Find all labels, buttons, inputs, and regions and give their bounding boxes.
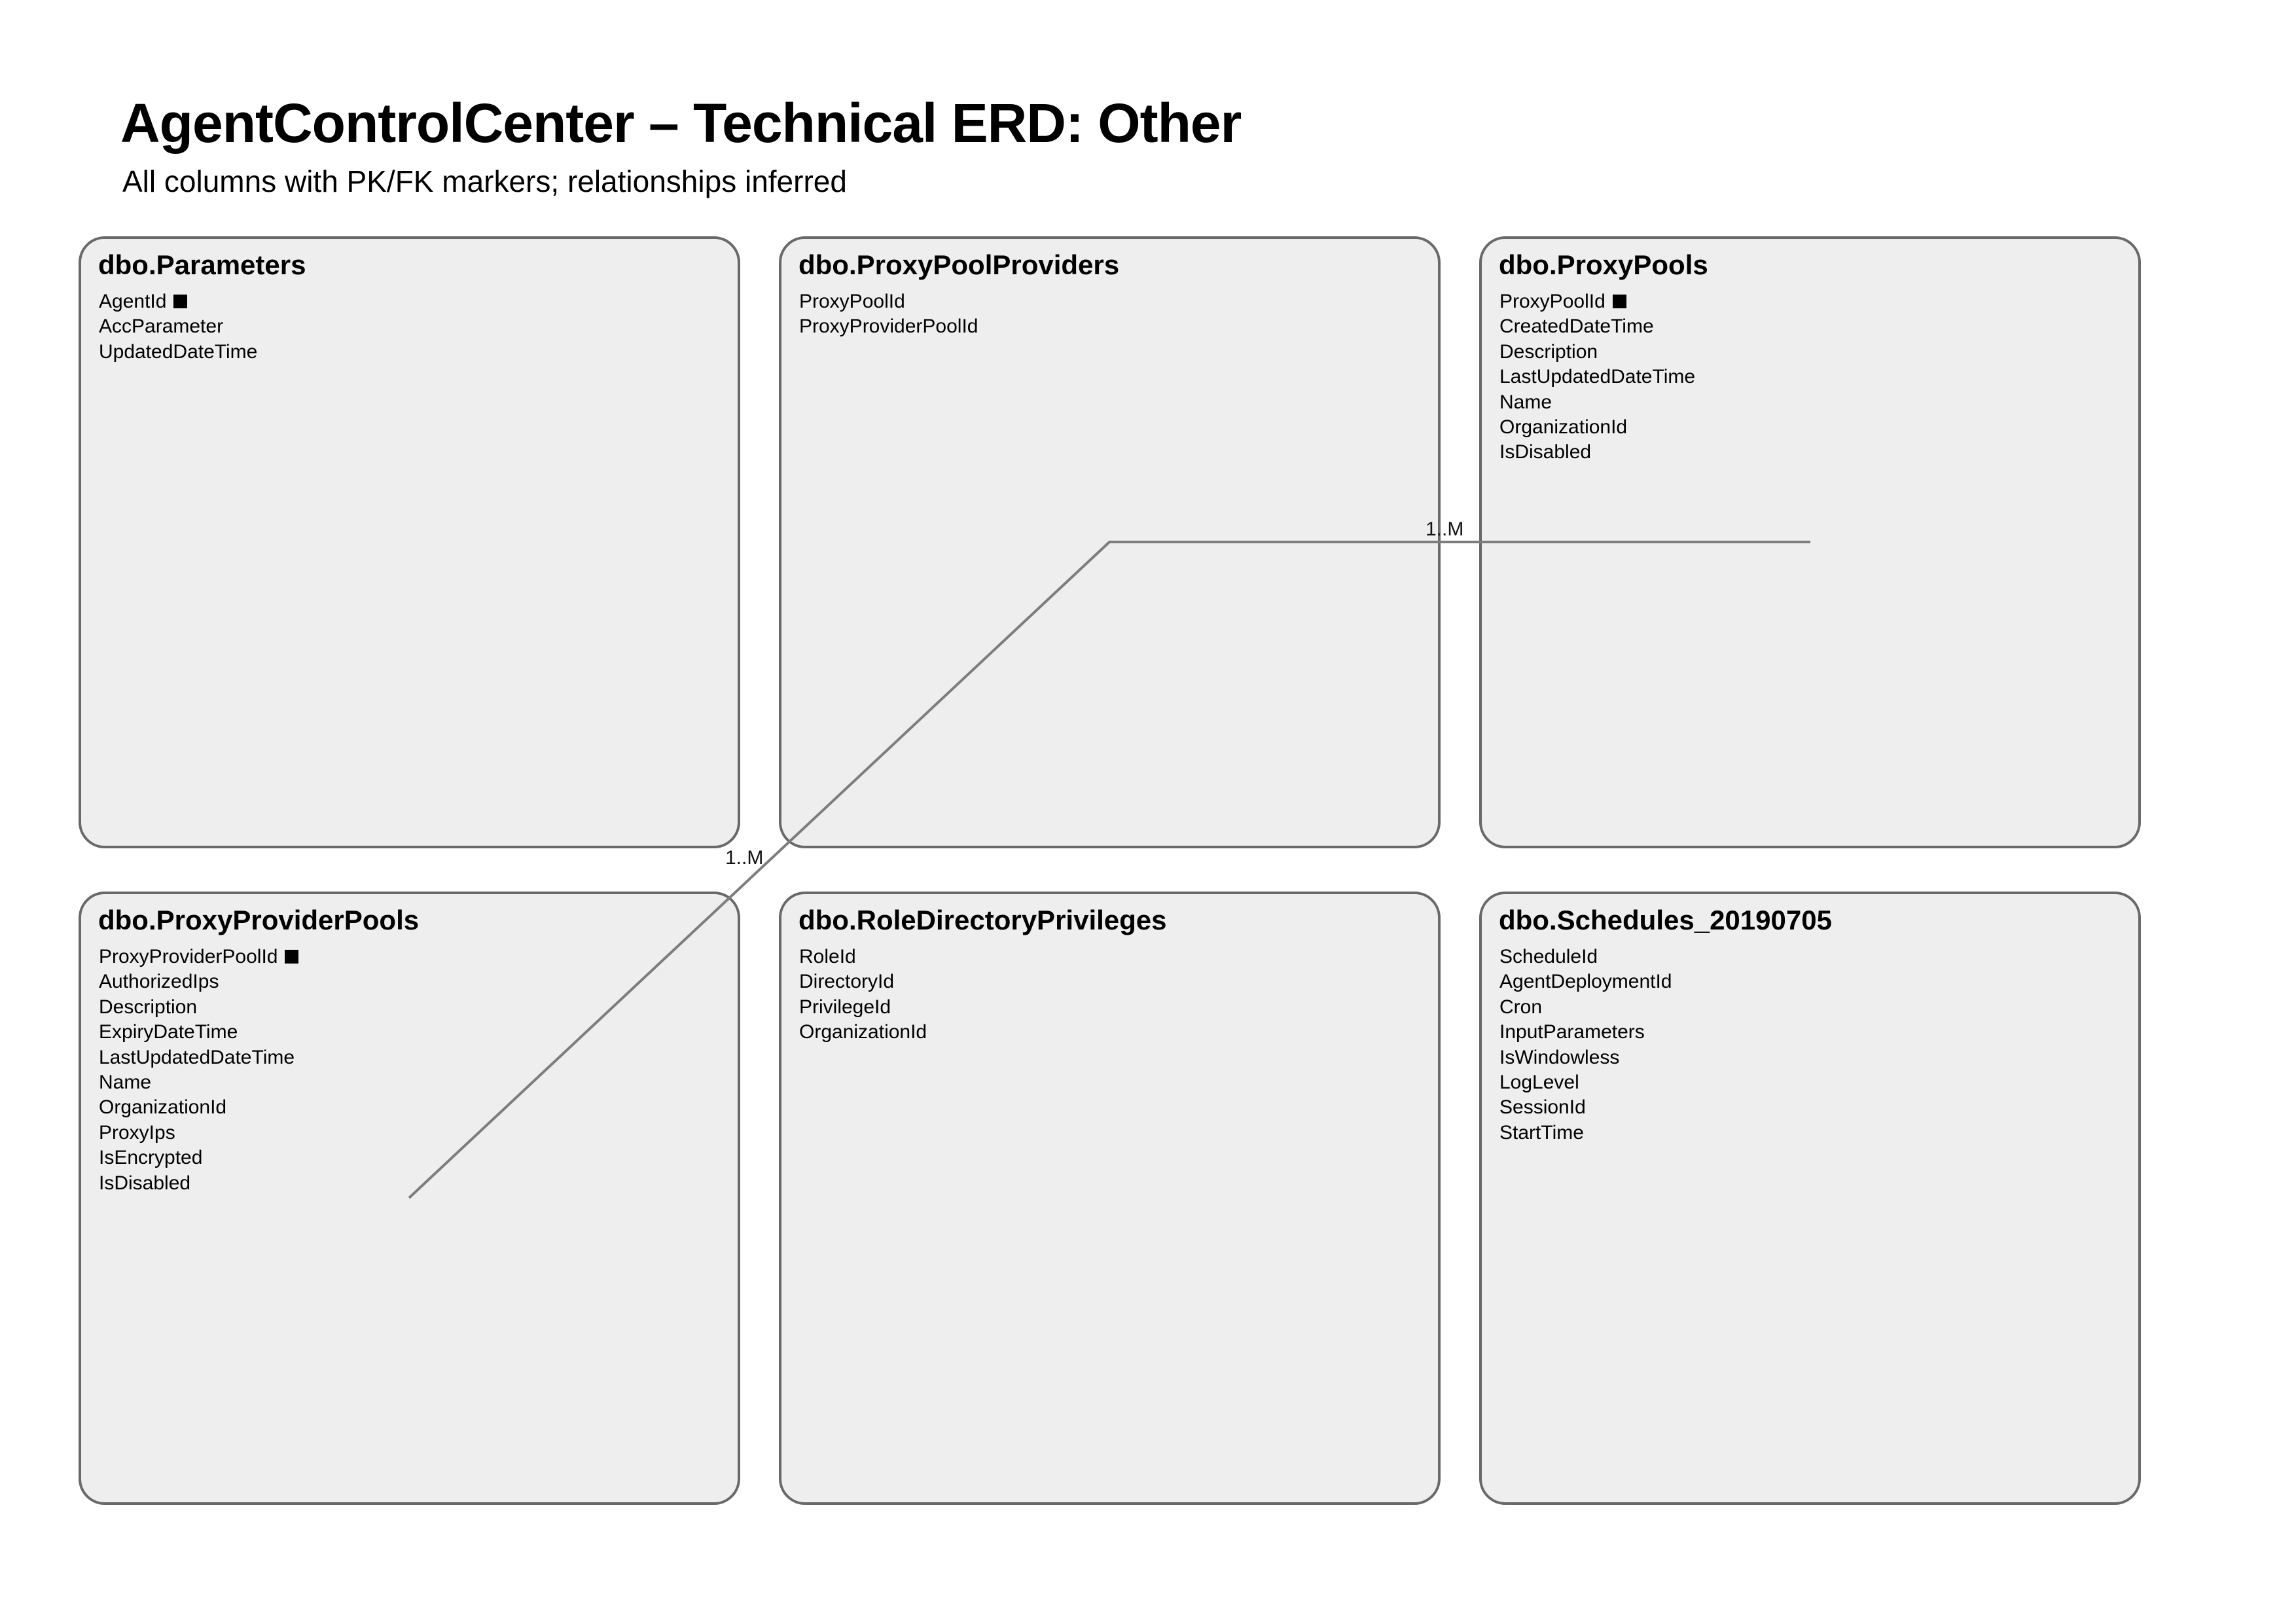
entity-column-name: AgentId (99, 291, 167, 312)
entity-title: dbo.Schedules_20190705 (1499, 905, 1832, 935)
entity-column: LastUpdatedDateTime (99, 1045, 738, 1070)
entity-column: OrganizationId (99, 1095, 738, 1120)
entity-column-name: ProxyPoolId (799, 291, 905, 312)
entity-column: StartTime (1499, 1121, 2138, 1146)
page-title: AgentControlCenter – Technical ERD: Othe… (120, 92, 1242, 154)
entity-column: UpdatedDateTime (99, 340, 738, 365)
entity-column-name: OrganizationId (1499, 416, 1628, 439)
entity-column-name: AccParameter (99, 316, 224, 338)
entity-column-name: ProxyProviderPoolId (99, 946, 278, 967)
entity-column-name: LastUpdatedDateTime (99, 1046, 295, 1068)
entity-column: ProxyProviderPoolId (99, 945, 738, 969)
entity-column: AgentDeploymentId (1499, 969, 2138, 994)
entity-column-name: IsEncrypted (99, 1147, 203, 1169)
entity-column-name: OrganizationId (99, 1096, 227, 1119)
entity-column-name: Description (1499, 340, 1598, 363)
entity-column: Cron (1499, 995, 2138, 1020)
entity-title: dbo.ProxyProviderPools (98, 905, 420, 935)
entity-column: OrganizationId (799, 1020, 1438, 1045)
cardinality-label: 1..M (725, 847, 764, 869)
entity-column-name: Description (99, 996, 198, 1018)
entity-column-name: CreatedDateTime (1499, 316, 1654, 338)
primary-key-marker-icon (285, 950, 299, 964)
entity-title: dbo.Parameters (98, 249, 306, 280)
entity-column-name: PrivilegeId (799, 996, 891, 1018)
entity-column-name: DirectoryId (799, 971, 895, 993)
entity-column-name: AgentDeploymentId (1499, 971, 1672, 993)
entity-column: Description (1499, 340, 2138, 365)
entity-column: IsDisabled (1499, 440, 2138, 465)
entity-column-name: OrganizationId (799, 1021, 927, 1043)
entity-column-name: Name (99, 1072, 152, 1094)
entity-column: OrganizationId (1499, 415, 2138, 440)
entity-column: ProxyPoolId (799, 289, 1438, 314)
entity-column: DirectoryId (799, 969, 1438, 994)
entity-column: ScheduleId (1499, 945, 2138, 969)
entity-column-name: SessionId (1499, 1096, 1586, 1119)
entity-column: ProxyIps (99, 1121, 738, 1146)
entity-column-name: UpdatedDateTime (99, 340, 258, 363)
primary-key-marker-icon (173, 295, 188, 308)
entity-column-name: ExpiryDateTime (99, 1021, 238, 1043)
entity-column-name: LastUpdatedDateTime (1499, 366, 1696, 388)
entity-column: IsWindowless (1499, 1045, 2138, 1070)
entity-column-name: RoleId (799, 946, 856, 967)
entity-column: ProxyProviderPoolId (799, 314, 1438, 339)
entity-title: dbo.RoleDirectoryPrivileges (798, 905, 1167, 935)
entity-column: ExpiryDateTime (99, 1020, 738, 1045)
entity-column-name: ScheduleId (1499, 946, 1598, 967)
entity-column-name: IsWindowless (1499, 1046, 1620, 1068)
entity-column: Name (99, 1070, 738, 1095)
cardinality-label: 1..M (1426, 518, 1464, 540)
entity-column-name: IsDisabled (1499, 441, 1592, 463)
entity-column-name: InputParameters (1499, 1021, 1645, 1043)
entity-column-name: Cron (1499, 996, 1543, 1018)
entity-column: SessionId (1499, 1095, 2138, 1120)
entity-column-name: ProxyPoolId (1499, 291, 1605, 312)
entity-column: AccParameter (99, 314, 738, 339)
entity-column: IsEncrypted (99, 1146, 738, 1170)
entity-column: PrivilegeId (799, 995, 1438, 1020)
entity-column: ProxyPoolId (1499, 289, 2138, 314)
entity-column-name: AuthorizedIps (99, 971, 219, 993)
entity-column: AuthorizedIps (99, 969, 738, 994)
entity-column: LastUpdatedDateTime (1499, 365, 2138, 389)
entity-column-name: LogLevel (1499, 1072, 1579, 1094)
entity-column: Name (1499, 390, 2138, 415)
primary-key-marker-icon (1612, 295, 1626, 308)
entity-column: InputParameters (1499, 1020, 2138, 1045)
entity-column-name: ProxyIps (99, 1121, 175, 1144)
entity-column: LogLevel (1499, 1070, 2138, 1095)
entity-column-name: IsDisabled (99, 1172, 191, 1194)
entity-column: IsDisabled (99, 1171, 738, 1196)
entity-column: AgentId (99, 289, 738, 314)
entity-column: Description (99, 995, 738, 1020)
entity-column: RoleId (799, 945, 1438, 969)
page-subtitle: All columns with PK/FK markers; relation… (122, 164, 847, 198)
entity-column-name: ProxyProviderPoolId (799, 316, 978, 338)
entity-column-name: Name (1499, 391, 1552, 413)
entity-title: dbo.ProxyPoolProviders (798, 249, 1120, 280)
entity-column-name: StartTime (1499, 1121, 1584, 1144)
entity-column: CreatedDateTime (1499, 314, 2138, 339)
entity-title: dbo.ProxyPools (1499, 249, 1708, 280)
